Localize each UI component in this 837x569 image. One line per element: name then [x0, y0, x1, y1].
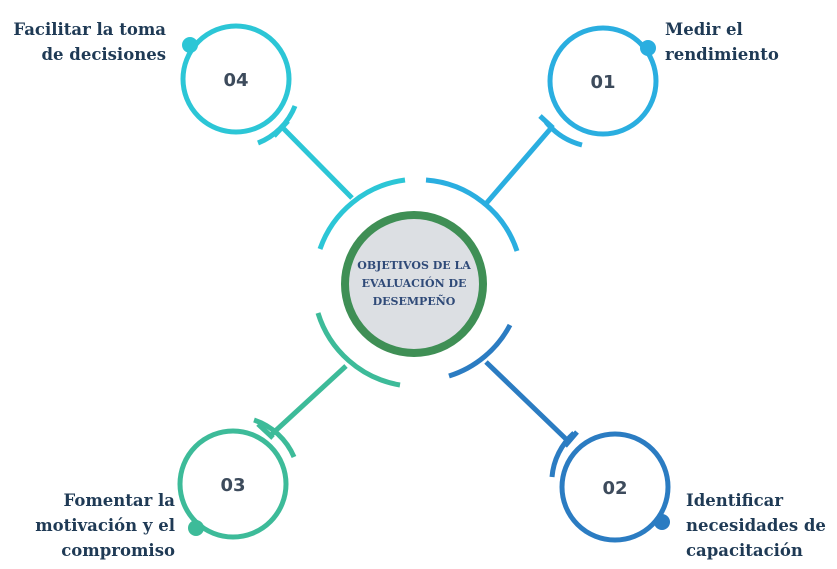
node-02-number: 02 — [602, 478, 627, 499]
node-02: 02 — [549, 430, 671, 543]
node-02-label: Identificar necesidades de capacitación — [686, 491, 826, 560]
node-01-dot — [640, 40, 656, 56]
connector-02 — [484, 360, 569, 442]
node-03-tick — [256, 422, 275, 440]
node-02-dot — [654, 514, 670, 530]
node-03-ring — [177, 428, 289, 540]
node-04-ring — [180, 23, 292, 135]
node-01: 01 — [538, 25, 659, 148]
node-04-label: Facilitar la toma de decisiones — [13, 20, 166, 64]
node-03-number: 03 — [220, 475, 245, 496]
center-arc-04 — [317, 177, 406, 250]
center-line-2: EVALUACIÓN DE — [362, 276, 467, 290]
node-03-arc — [253, 417, 297, 459]
node-04-number: 04 — [223, 70, 248, 91]
connector-04 — [280, 125, 354, 200]
node-01-label: Medir el rendimiento — [665, 20, 779, 64]
node-02-ring — [559, 431, 671, 543]
center-circle — [341, 211, 487, 357]
node-04: 04 — [180, 23, 298, 146]
center-hub: OBJETIVOS DE LA EVALUACIÓN DE DESEMPEÑO — [341, 211, 487, 357]
node-03: 03 — [177, 417, 297, 540]
connector-01 — [482, 125, 554, 208]
node-01-tick — [538, 114, 555, 130]
connector-03 — [270, 364, 348, 436]
node-04-tick — [272, 119, 290, 138]
center-arc-03 — [315, 312, 401, 388]
center-line-3: DESEMPEÑO — [373, 294, 456, 308]
node-04-dot — [182, 37, 198, 53]
node-03-label: Fomentar la motivación y el compromiso — [35, 491, 175, 560]
center-arc-02 — [448, 323, 513, 379]
node-01-ring — [547, 25, 659, 137]
center-line-1: OBJETIVOS DE LA — [357, 259, 471, 272]
node-02-tick — [563, 430, 579, 448]
node-01-number: 01 — [590, 72, 615, 93]
center-arc-01 — [425, 177, 520, 252]
node-03-dot — [188, 520, 204, 536]
